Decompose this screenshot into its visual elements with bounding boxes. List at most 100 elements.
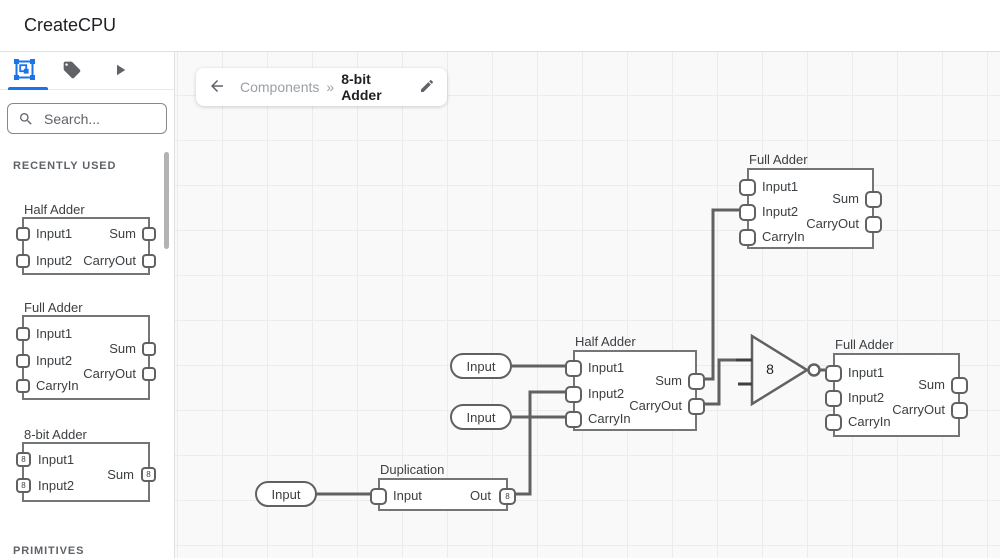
wire-duplication-to-halfadder[interactable] (513, 390, 567, 496)
node-full-adder-top[interactable]: Full Adder Input1 Input2 CarryIn Sum Car… (739, 152, 882, 249)
port-label: Out (470, 488, 491, 503)
tab-labels[interactable] (60, 59, 84, 83)
not-gate[interactable] (736, 333, 821, 407)
input-node-label: Input (466, 409, 496, 425)
port-pin[interactable] (739, 229, 756, 246)
port-pin[interactable] (951, 402, 968, 419)
bus-width: 8 (146, 470, 151, 479)
port-pin[interactable] (142, 227, 156, 241)
node-title: Half Adder (575, 334, 636, 349)
card-title: Full Adder (24, 300, 83, 315)
port-pin[interactable] (16, 379, 30, 393)
node-half-adder[interactable]: Half Adder Input1 Input2 CarryIn Sum Car… (565, 334, 705, 431)
tab-run[interactable] (108, 59, 132, 83)
port-pin[interactable] (370, 488, 387, 505)
port-label: CarryIn (588, 411, 631, 426)
node-title: Full Adder (835, 337, 894, 352)
arrow-left-icon (208, 77, 226, 98)
port-pin[interactable] (688, 373, 705, 390)
bus-width: 8 (505, 492, 510, 501)
port-pin[interactable]: 8 (141, 467, 156, 482)
node-duplication[interactable]: Duplication 8 Input Out (370, 462, 516, 511)
port-label: CarryOut (83, 253, 136, 268)
library-card-half-adder[interactable]: Half Adder Input1 Input2 Sum CarryOut (16, 202, 156, 275)
port-pin[interactable] (565, 411, 582, 428)
port-pin[interactable] (16, 227, 30, 241)
port-pin[interactable]: 8 (16, 478, 31, 493)
port-pin[interactable] (825, 414, 842, 431)
tag-icon (62, 60, 82, 83)
app-title: CreateCPU (24, 15, 117, 35)
port-label: CarryIn (762, 229, 805, 244)
port-pin[interactable] (565, 360, 582, 377)
port-label: Sum (655, 373, 682, 388)
port-label: Sum (109, 341, 136, 356)
port-label: CarryIn (848, 414, 891, 429)
input-node[interactable]: Input (450, 353, 512, 379)
port-label: Input1 (762, 179, 799, 194)
port-label: Sum (832, 191, 859, 206)
bus-width: 8 (21, 455, 26, 464)
node-title: Full Adder (749, 152, 808, 167)
port-label: CarryOut (83, 366, 136, 381)
sidebar-tabbar (0, 52, 174, 90)
port-pin[interactable] (16, 327, 30, 341)
library-card-full-adder[interactable]: Full Adder Input1 Input2 CarryIn Sum Car… (16, 300, 156, 400)
port-pin[interactable]: 8 (499, 488, 516, 505)
port-pin[interactable] (825, 365, 842, 382)
port-pin[interactable] (865, 216, 882, 233)
component-select-icon (13, 59, 35, 83)
library-card-8bit-adder[interactable]: 8-bit Adder 8 8 8 Input1 Input2 Sum (16, 427, 156, 502)
breadcrumb: Components » 8-bit Adder (196, 68, 447, 106)
input-node[interactable]: Input (255, 481, 317, 507)
port-pin[interactable] (142, 342, 156, 356)
port-pin[interactable] (825, 390, 842, 407)
node-title: Duplication (380, 462, 445, 477)
port-label: Input2 (762, 204, 799, 219)
breadcrumb-separator: » (326, 79, 335, 95)
search-input[interactable] (42, 109, 152, 128)
play-icon (111, 61, 129, 82)
gate-bus-width-label: 8 (766, 361, 774, 377)
circuit-canvas[interactable]: 8 Components » 8-bit Adder Input Input I… (175, 52, 1000, 558)
wire-carryout-to-gate[interactable] (699, 358, 745, 406)
rename-button[interactable] (419, 78, 435, 97)
port-label: Input1 (38, 452, 75, 467)
port-pin[interactable] (739, 204, 756, 221)
search-icon (18, 111, 34, 127)
input-node-label: Input (271, 486, 301, 502)
port-label: CarryIn (36, 378, 79, 393)
bus-width: 8 (21, 481, 26, 490)
tab-components[interactable] (12, 59, 36, 83)
port-pin[interactable] (565, 386, 582, 403)
port-pin[interactable]: 8 (16, 452, 31, 467)
port-pin[interactable] (142, 254, 156, 268)
port-label: Sum (109, 226, 136, 241)
app-header: CreateCPU (0, 0, 1000, 52)
section-primitives: PRIMITIVES (13, 545, 85, 557)
node-full-adder-right[interactable]: Full Adder Input1 Input2 CarryIn Sum Car… (825, 337, 968, 437)
breadcrumb-parent[interactable]: Components (240, 79, 320, 95)
port-label: Input2 (588, 386, 625, 401)
port-label: Sum (107, 467, 134, 482)
port-pin[interactable] (142, 367, 156, 381)
port-pin[interactable] (688, 398, 705, 415)
wires[interactable] (315, 208, 825, 496)
sidebar-scrollbar-thumb[interactable] (164, 152, 169, 249)
input-node-label: Input (466, 358, 496, 374)
pencil-icon (419, 78, 435, 97)
port-label: Input1 (848, 365, 885, 380)
port-label: Sum (918, 377, 945, 392)
port-pin[interactable] (865, 191, 882, 208)
breadcrumb-current: 8-bit Adder (341, 71, 382, 103)
port-label: CarryOut (806, 216, 859, 231)
wire-sum-to-fulladder-top[interactable] (699, 208, 741, 381)
port-pin[interactable] (951, 377, 968, 394)
port-label: Input1 (36, 326, 73, 341)
input-node[interactable]: Input (450, 404, 512, 430)
port-pin[interactable] (16, 254, 30, 268)
component-sidebar: RECENTLY USED Half Adder Input1 Input2 S… (0, 52, 175, 558)
port-pin[interactable] (16, 354, 30, 368)
back-button[interactable] (208, 77, 226, 98)
port-pin[interactable] (739, 179, 756, 196)
